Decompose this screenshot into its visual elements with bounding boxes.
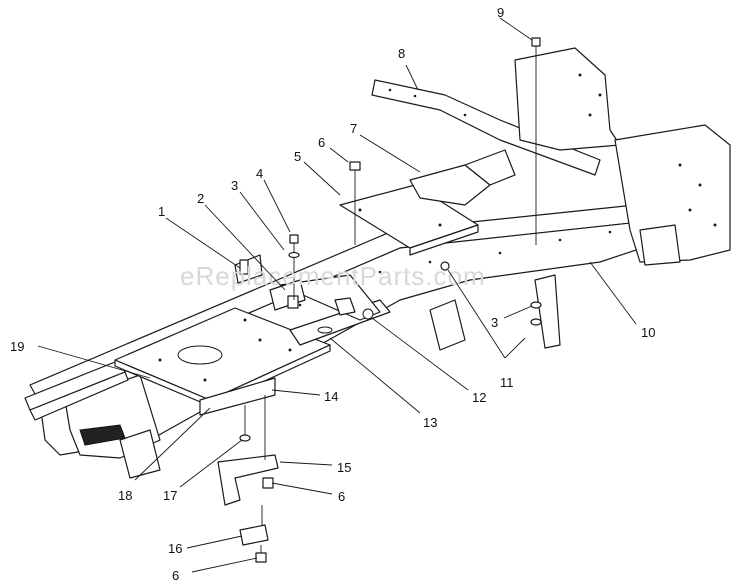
- callout-9: 9: [497, 5, 504, 20]
- callout-3-rear: 3: [491, 315, 498, 330]
- bracket-1: [234, 254, 263, 284]
- callout-17: 17: [163, 488, 177, 503]
- rear-tie-bar: [371, 79, 601, 176]
- callout-8: 8: [398, 46, 405, 61]
- callout-13: 13: [423, 415, 437, 430]
- leader-lines: [37, 17, 637, 573]
- left-rail: [24, 359, 129, 421]
- fasteners: [239, 37, 542, 563]
- callout-6-bottom: 6: [172, 568, 179, 583]
- callout-4: 4: [256, 166, 263, 181]
- callout-3: 3: [231, 178, 238, 193]
- hinge-bracket: [279, 274, 381, 321]
- watermark: eReplacementParts.com: [180, 261, 486, 291]
- front-support: [199, 377, 276, 416]
- callout-5: 5: [294, 149, 301, 164]
- callout-11: 11: [500, 375, 514, 390]
- callout-19: 19: [10, 339, 24, 354]
- seat-plate: [339, 184, 479, 256]
- callout-7: 7: [350, 121, 357, 136]
- callout-10: 10: [641, 325, 655, 340]
- mounting-plate: [114, 307, 331, 407]
- callout-1: 1: [158, 204, 165, 219]
- callout-18: 18: [118, 488, 132, 503]
- rear-side-plate: [614, 124, 731, 266]
- callout-14: 14: [324, 389, 338, 404]
- pivot-bracket: [269, 279, 306, 311]
- callout-15: 15: [337, 460, 351, 475]
- callout-16: 16: [168, 541, 182, 556]
- callout-6: 6: [318, 135, 325, 150]
- rear-upright-panel: [514, 47, 621, 151]
- hook-bracket: [217, 395, 279, 506]
- callout-12: 12: [472, 390, 486, 405]
- callouts: 1 2 3 3 4 5 6 6 6 7 8 9 10 11 12 13 14 1…: [10, 5, 655, 583]
- seat-bracket: [409, 149, 516, 206]
- callout-2: 2: [197, 191, 204, 206]
- clip: [239, 505, 269, 546]
- rear-leg-bracket: [429, 274, 561, 351]
- callout-6-lower: 6: [338, 489, 345, 504]
